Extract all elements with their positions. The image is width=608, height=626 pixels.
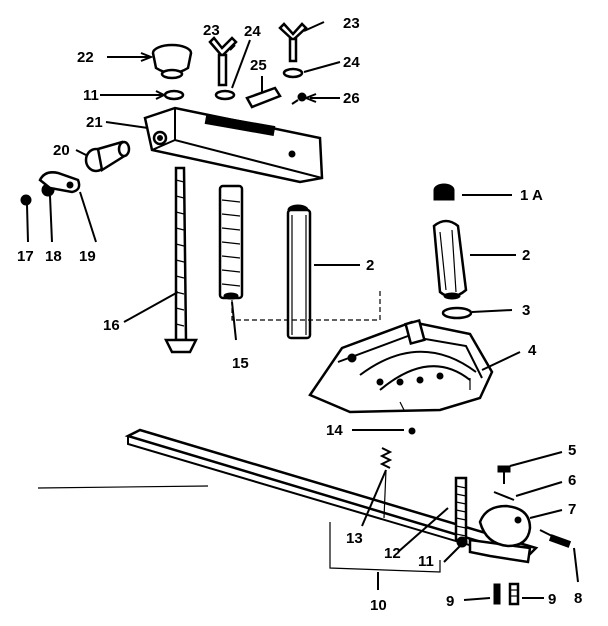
part-24-washer-left xyxy=(214,89,236,101)
part-26-screw xyxy=(291,92,307,105)
callout-9-right: 9 xyxy=(548,591,556,608)
callout-2-right: 2 xyxy=(522,247,530,264)
part-2-post-left xyxy=(286,204,312,340)
callout-8: 8 xyxy=(574,590,582,607)
part-25-clamp xyxy=(245,86,282,109)
callout-16: 16 xyxy=(103,317,120,334)
part-1a-cap xyxy=(433,183,455,201)
part-11-washer-top xyxy=(163,89,185,101)
part-21-clamp-bar xyxy=(143,106,324,184)
part-9-screw-a xyxy=(493,583,501,605)
part-6-pin xyxy=(493,491,515,501)
callout-1a: 1 A xyxy=(520,187,543,204)
callout-21: 21 xyxy=(86,114,103,131)
callout-19: 19 xyxy=(79,248,96,265)
callout-23-right: 23 xyxy=(343,15,360,32)
callout-26: 26 xyxy=(343,90,360,107)
part-11-nut-bottom xyxy=(456,536,468,548)
part-2-handle-right xyxy=(432,219,468,300)
callout-23-left: 23 xyxy=(203,22,220,39)
callout-11-top: 11 xyxy=(83,87,99,104)
callout-10: 10 xyxy=(370,597,387,614)
callout-2-left: 2 xyxy=(366,257,374,274)
part-4-miter-head xyxy=(308,318,494,414)
callout-15: 15 xyxy=(232,355,249,372)
part-13-spring xyxy=(379,447,393,469)
callout-14: 14 xyxy=(326,422,343,439)
reference-line xyxy=(37,485,209,489)
part-3-washer xyxy=(441,306,473,320)
callout-20: 20 xyxy=(53,142,70,159)
part-14-screw xyxy=(408,427,416,435)
part-23-wing-nut-right xyxy=(278,22,308,63)
bracket-10 xyxy=(329,522,441,573)
part-16-bolt xyxy=(163,166,199,354)
part-19-cam xyxy=(38,171,81,194)
part-24-washer-right xyxy=(282,67,304,79)
part-5-screw xyxy=(497,465,511,484)
callout-4: 4 xyxy=(528,342,537,359)
callout-25: 25 xyxy=(250,57,267,74)
part-12-stop-rod xyxy=(454,476,468,542)
part-10-miter-bar xyxy=(124,428,539,564)
callout-9-left: 9 xyxy=(446,593,454,610)
part-23-wing-nut-left xyxy=(208,36,238,87)
part-7-stop-block xyxy=(478,504,532,548)
part-22-knob xyxy=(151,43,193,80)
callout-11-bottom: 11 xyxy=(418,553,434,570)
callout-24-right: 24 xyxy=(343,54,360,71)
callout-22: 22 xyxy=(77,49,94,66)
callout-3: 3 xyxy=(522,302,530,319)
leader-13-pin xyxy=(383,469,387,519)
part-8-set-screw xyxy=(539,529,572,548)
callout-17: 17 xyxy=(17,248,34,265)
callout-13: 13 xyxy=(346,530,363,547)
callout-7: 7 xyxy=(568,501,576,518)
callout-24-left: 24 xyxy=(244,23,261,40)
part-15-rod xyxy=(218,184,244,300)
callout-5: 5 xyxy=(568,442,576,459)
callout-12: 12 xyxy=(384,545,401,562)
part-9-screw-b xyxy=(508,582,520,606)
callout-6: 6 xyxy=(568,472,576,489)
leader-lines xyxy=(26,21,579,601)
part-20-knob xyxy=(84,140,131,173)
part-17-nut xyxy=(20,194,32,206)
callout-18: 18 xyxy=(45,248,62,265)
